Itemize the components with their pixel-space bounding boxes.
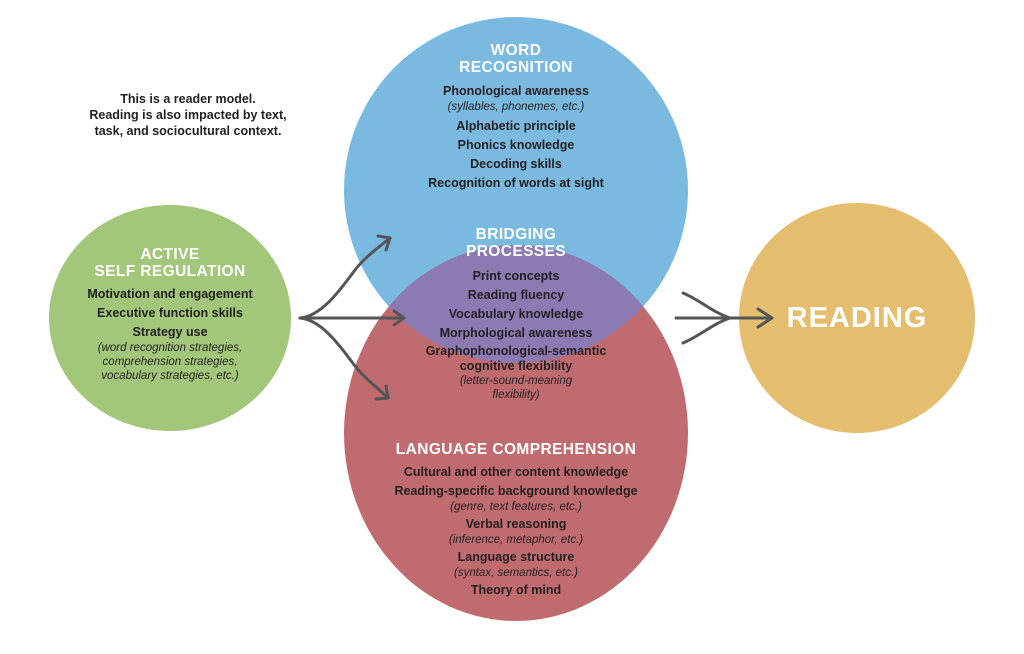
language-item: Cultural and other content knowledge <box>403 465 629 479</box>
bridging-item: Morphological awareness <box>439 326 593 340</box>
arrow-to-word-recognition <box>298 236 392 320</box>
self-regulation-item: Motivation and engagement <box>87 287 253 301</box>
language-item: Language structure (syntax, semantics, e… <box>366 549 666 580</box>
item-label: Phonological awareness <box>443 84 589 98</box>
item-label: Reading-specific background knowledge <box>394 484 638 498</box>
item-detail: (syntax, semantics, etc.) <box>454 567 578 579</box>
item-label: Verbal reasoning <box>465 517 567 531</box>
language-item: Verbal reasoning (inference, metaphor, e… <box>366 516 666 547</box>
word-recognition-item: Phonological awareness (syllables, phone… <box>390 83 642 114</box>
bridging-item: Vocabulary knowledge <box>448 307 584 321</box>
bridging-title-line-2: PROCESSES <box>465 243 567 260</box>
self-regulation-title-line-2: SELF REGULATION <box>94 263 246 280</box>
word-recognition-item: Alphabetic principle <box>456 119 576 133</box>
item-label: Strategy use <box>132 325 208 339</box>
item-detail: (syllables, phonemes, etc.) <box>447 101 585 113</box>
language-item: Theory of mind <box>470 583 562 597</box>
self-regulation-item: Strategy use (word recognition strategie… <box>70 324 270 383</box>
bridging-item: Reading fluency <box>467 288 565 302</box>
language-item: Reading-specific background knowledge (g… <box>366 483 666 514</box>
reading-label: READING <box>786 302 928 334</box>
arrowhead-language-comprehension <box>374 384 390 401</box>
active-self-regulation-title: ACTIVE SELF REGULATION <box>70 246 270 280</box>
word-recognition-item: Decoding skills <box>470 157 562 171</box>
note-line-2: Reading is also impacted by text, <box>89 108 287 122</box>
language-comprehension-title: LANGUAGE COMPREHENSION <box>395 441 637 458</box>
item-label: Graphophonological-semantic cognitive fl… <box>425 344 607 373</box>
word-recognition-item: Recognition of words at sight <box>428 176 604 190</box>
item-detail: (word recognition strategies, comprehens… <box>97 342 243 382</box>
bridging-processes-overlap <box>344 245 688 363</box>
bridging-item: Graphophonological-semantic cognitive fl… <box>392 344 640 402</box>
item-detail: (letter-sound-meaning flexibility) <box>459 375 573 401</box>
bridging-processes-text: BRIDGING PROCESSES Print concepts Readin… <box>392 226 640 404</box>
arrow-from-top <box>681 291 732 320</box>
language-comprehension-text: LANGUAGE COMPREHENSION Cultural and othe… <box>366 441 666 601</box>
self-regulation-item: Executive function skills <box>97 306 243 320</box>
word-recognition-title-line-2: RECOGNITION <box>459 59 573 76</box>
reading-circle <box>739 203 975 433</box>
bridging-item: Print concepts <box>472 269 560 283</box>
word-recognition-title-line-1: WORD <box>490 42 542 59</box>
self-regulation-arrows <box>298 234 774 401</box>
note-line-1: This is a reader model. <box>120 92 256 106</box>
arrow-to-language-comprehension <box>298 316 390 400</box>
item-detail: (inference, metaphor, etc.) <box>448 534 584 546</box>
bridging-processes-title: BRIDGING PROCESSES <box>392 226 640 260</box>
note-line-3: task, and sociocultural context. <box>94 124 282 138</box>
word-recognition-title: WORD RECOGNITION <box>390 42 642 76</box>
reader-model-note: This is a reader model. Reading is also … <box>58 91 318 139</box>
self-regulation-title-line-1: ACTIVE <box>140 246 200 263</box>
active-self-regulation-circle <box>49 205 291 431</box>
arrow-from-bottom <box>681 316 732 345</box>
arrowhead-word-recognition <box>376 234 392 252</box>
word-recognition-item: Phonics knowledge <box>457 138 575 152</box>
arrowhead-reading <box>756 307 774 329</box>
arrowhead-bridging <box>392 309 406 327</box>
active-self-regulation-text: ACTIVE SELF REGULATION Motivation and en… <box>70 246 270 385</box>
item-detail: (genre, text features, etc.) <box>450 501 582 513</box>
word-recognition-text: WORD RECOGNITION Phonological awareness … <box>390 42 642 194</box>
bridging-title-line-1: BRIDGING <box>475 226 557 243</box>
item-label: Language structure <box>457 550 575 564</box>
